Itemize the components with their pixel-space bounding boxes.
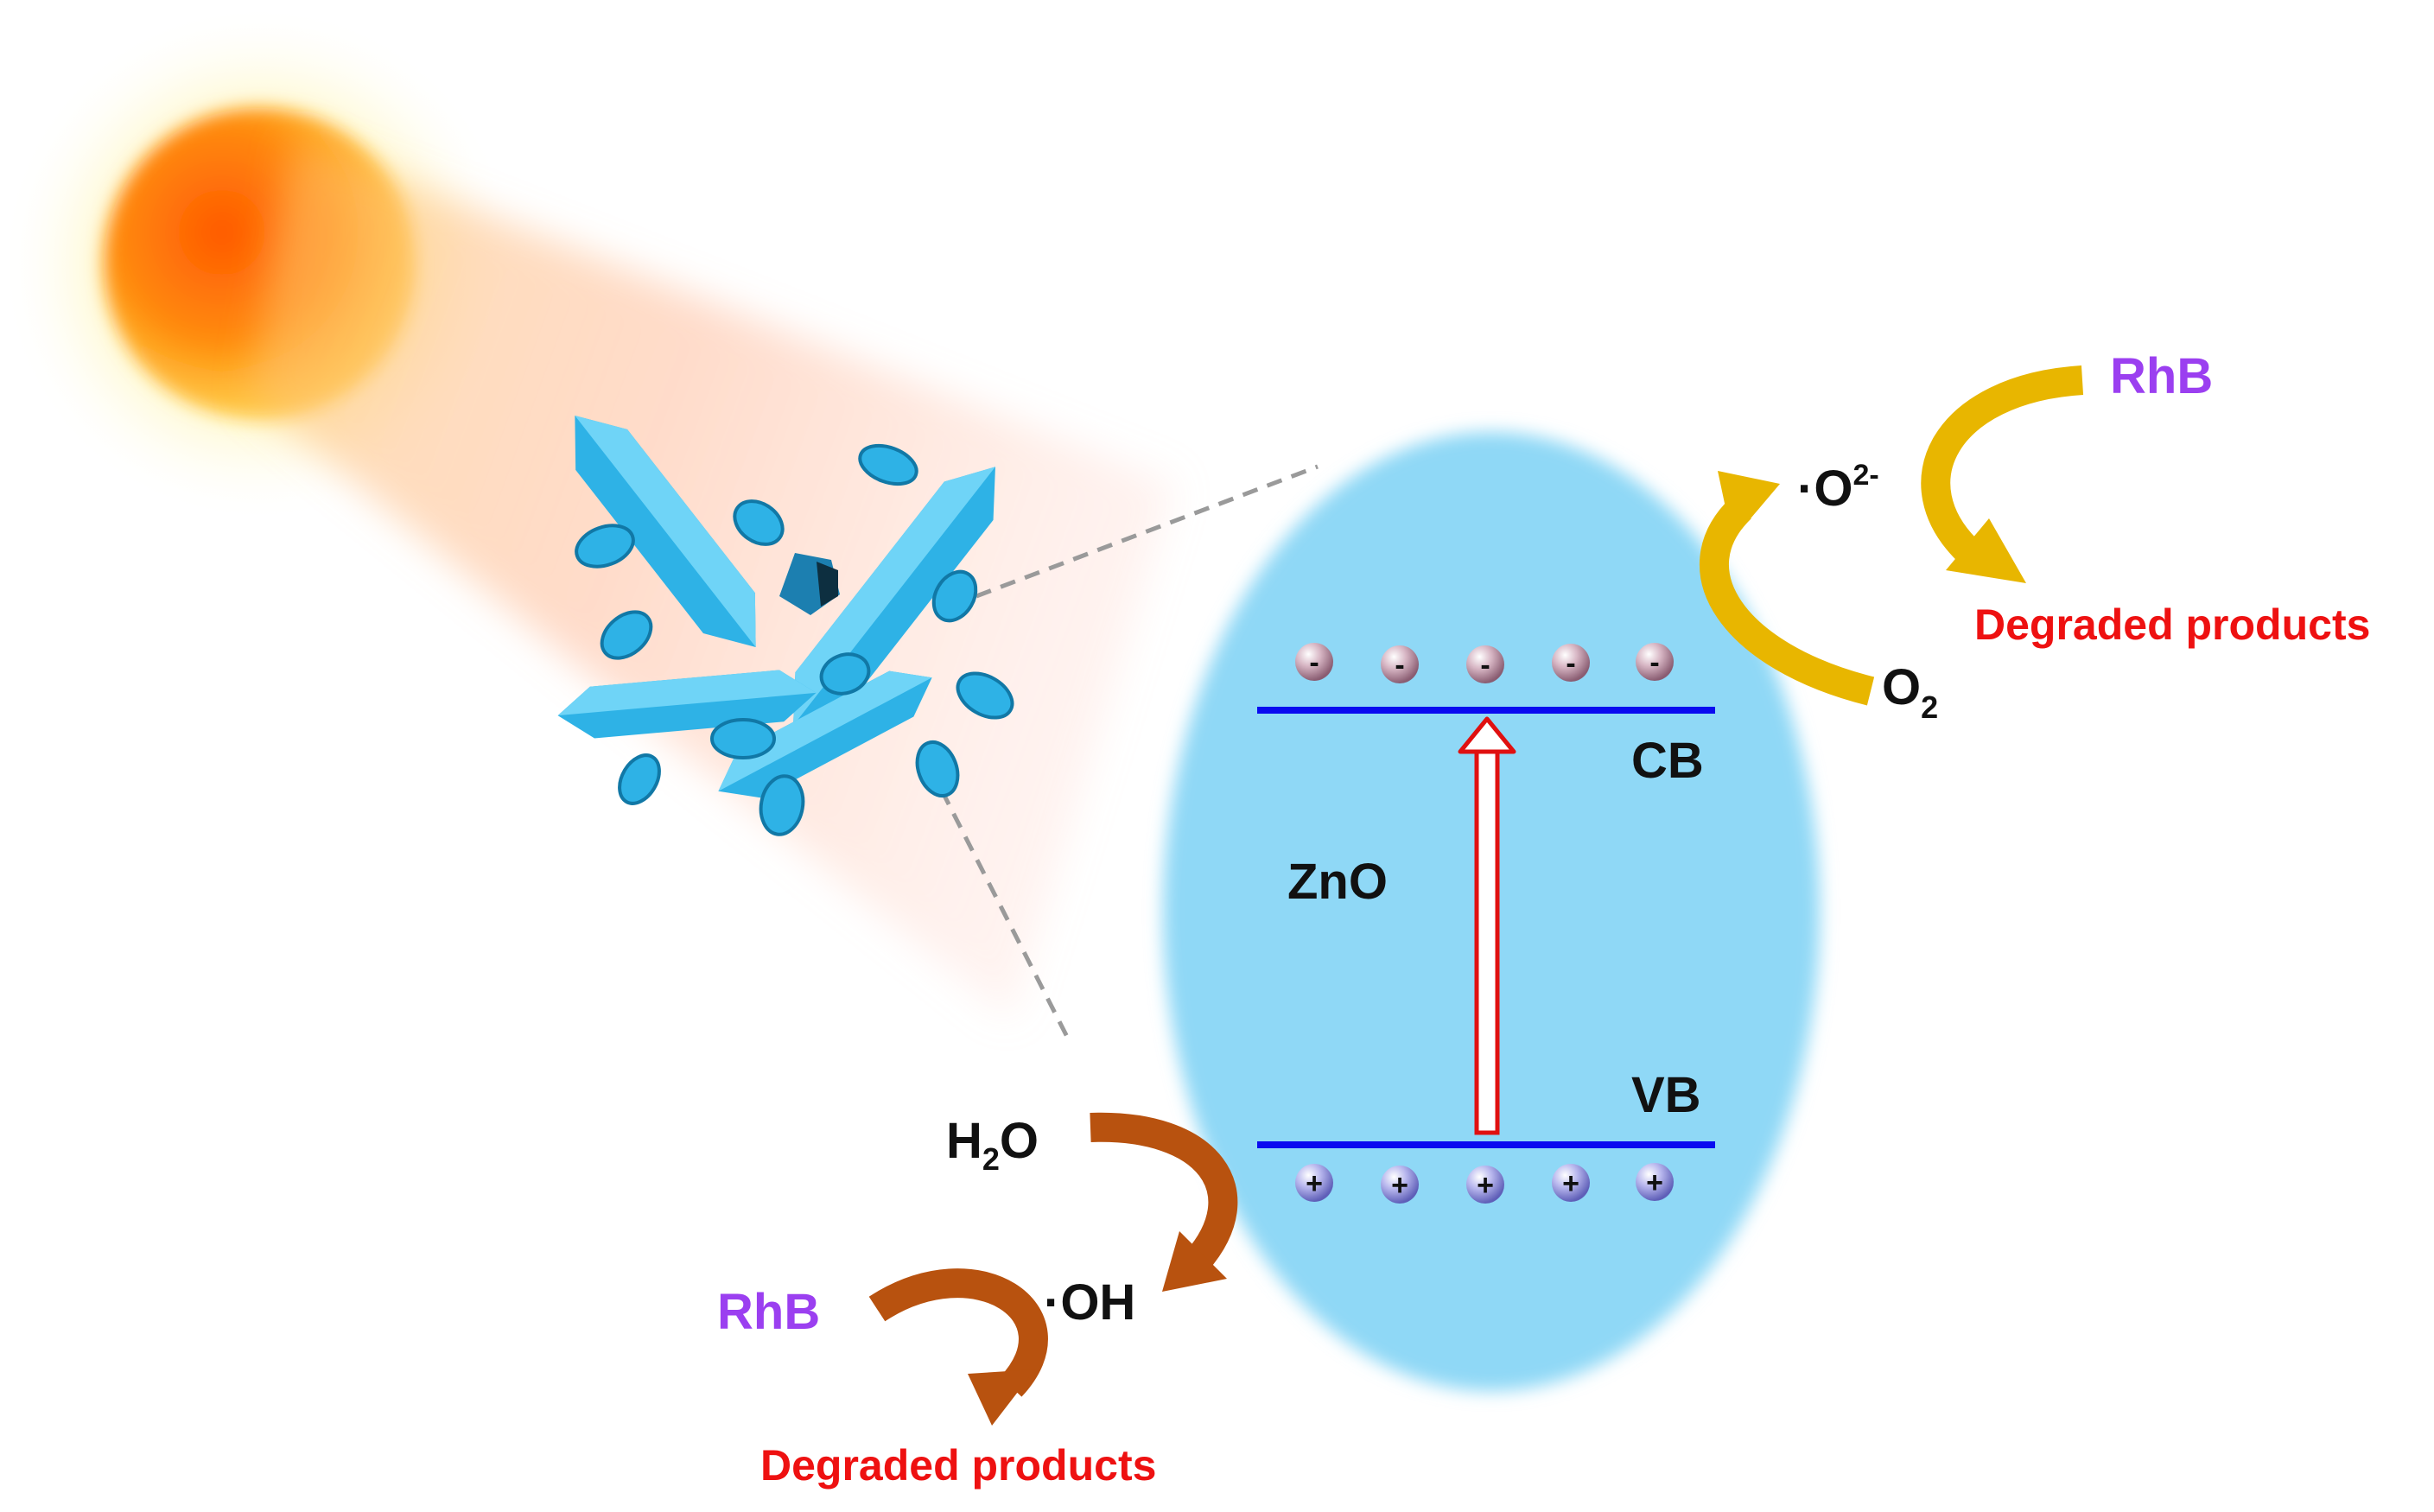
electron-sign: - <box>1395 649 1404 682</box>
hole: + <box>1466 1166 1504 1204</box>
vb-label: VB <box>1631 1067 1701 1123</box>
electron: - <box>1636 643 1674 681</box>
electron: - <box>1381 645 1419 683</box>
rhb-to-products-top-arrow <box>1921 365 2084 583</box>
hole-sign: + <box>1306 1167 1323 1200</box>
o2-to-superoxide-arrow <box>1700 471 1875 706</box>
electron-sign: - <box>1309 646 1319 679</box>
hole: + <box>1295 1164 1333 1202</box>
water-to-hydroxyl-arrow <box>1090 1112 1238 1292</box>
electron-sign: - <box>1480 649 1490 682</box>
electron-sign: - <box>1649 646 1659 679</box>
hole-sign: + <box>1562 1167 1579 1200</box>
rhb-top-label: RhB <box>2110 348 2213 404</box>
hole: + <box>1636 1163 1674 1201</box>
zno-label: ZnO <box>1287 854 1388 910</box>
hole: + <box>1381 1166 1419 1204</box>
electron: - <box>1295 643 1333 681</box>
holes: + + + + + <box>1295 1163 1674 1204</box>
hole-sign: + <box>1477 1169 1494 1202</box>
zno-crystals <box>557 416 1014 836</box>
hole-sign: + <box>1391 1169 1408 1202</box>
electron: - <box>1552 644 1590 682</box>
electron-sign: - <box>1566 647 1575 680</box>
excitation-arrow <box>1458 716 1516 1135</box>
cb-label: CB <box>1631 733 1704 789</box>
electron: - <box>1466 645 1504 683</box>
hole: + <box>1552 1164 1590 1202</box>
degraded-products-top-label: Degraded products <box>1974 600 2370 649</box>
zoom-lines <box>939 464 1319 1039</box>
hole-sign: + <box>1646 1166 1663 1199</box>
hydroxyl-label: ·OH <box>1044 1274 1135 1331</box>
electrons: - - - - - <box>1295 643 1674 683</box>
o2-label: O2 <box>1882 659 1938 725</box>
rhb-to-products-bottom-arrow <box>868 1268 1048 1426</box>
rhb-bottom-label: RhB <box>717 1284 820 1340</box>
superoxide-label: ·O2- <box>1797 459 1879 517</box>
water-label: H2O <box>946 1113 1039 1177</box>
degraded-products-bottom-label: Degraded products <box>760 1441 1156 1490</box>
